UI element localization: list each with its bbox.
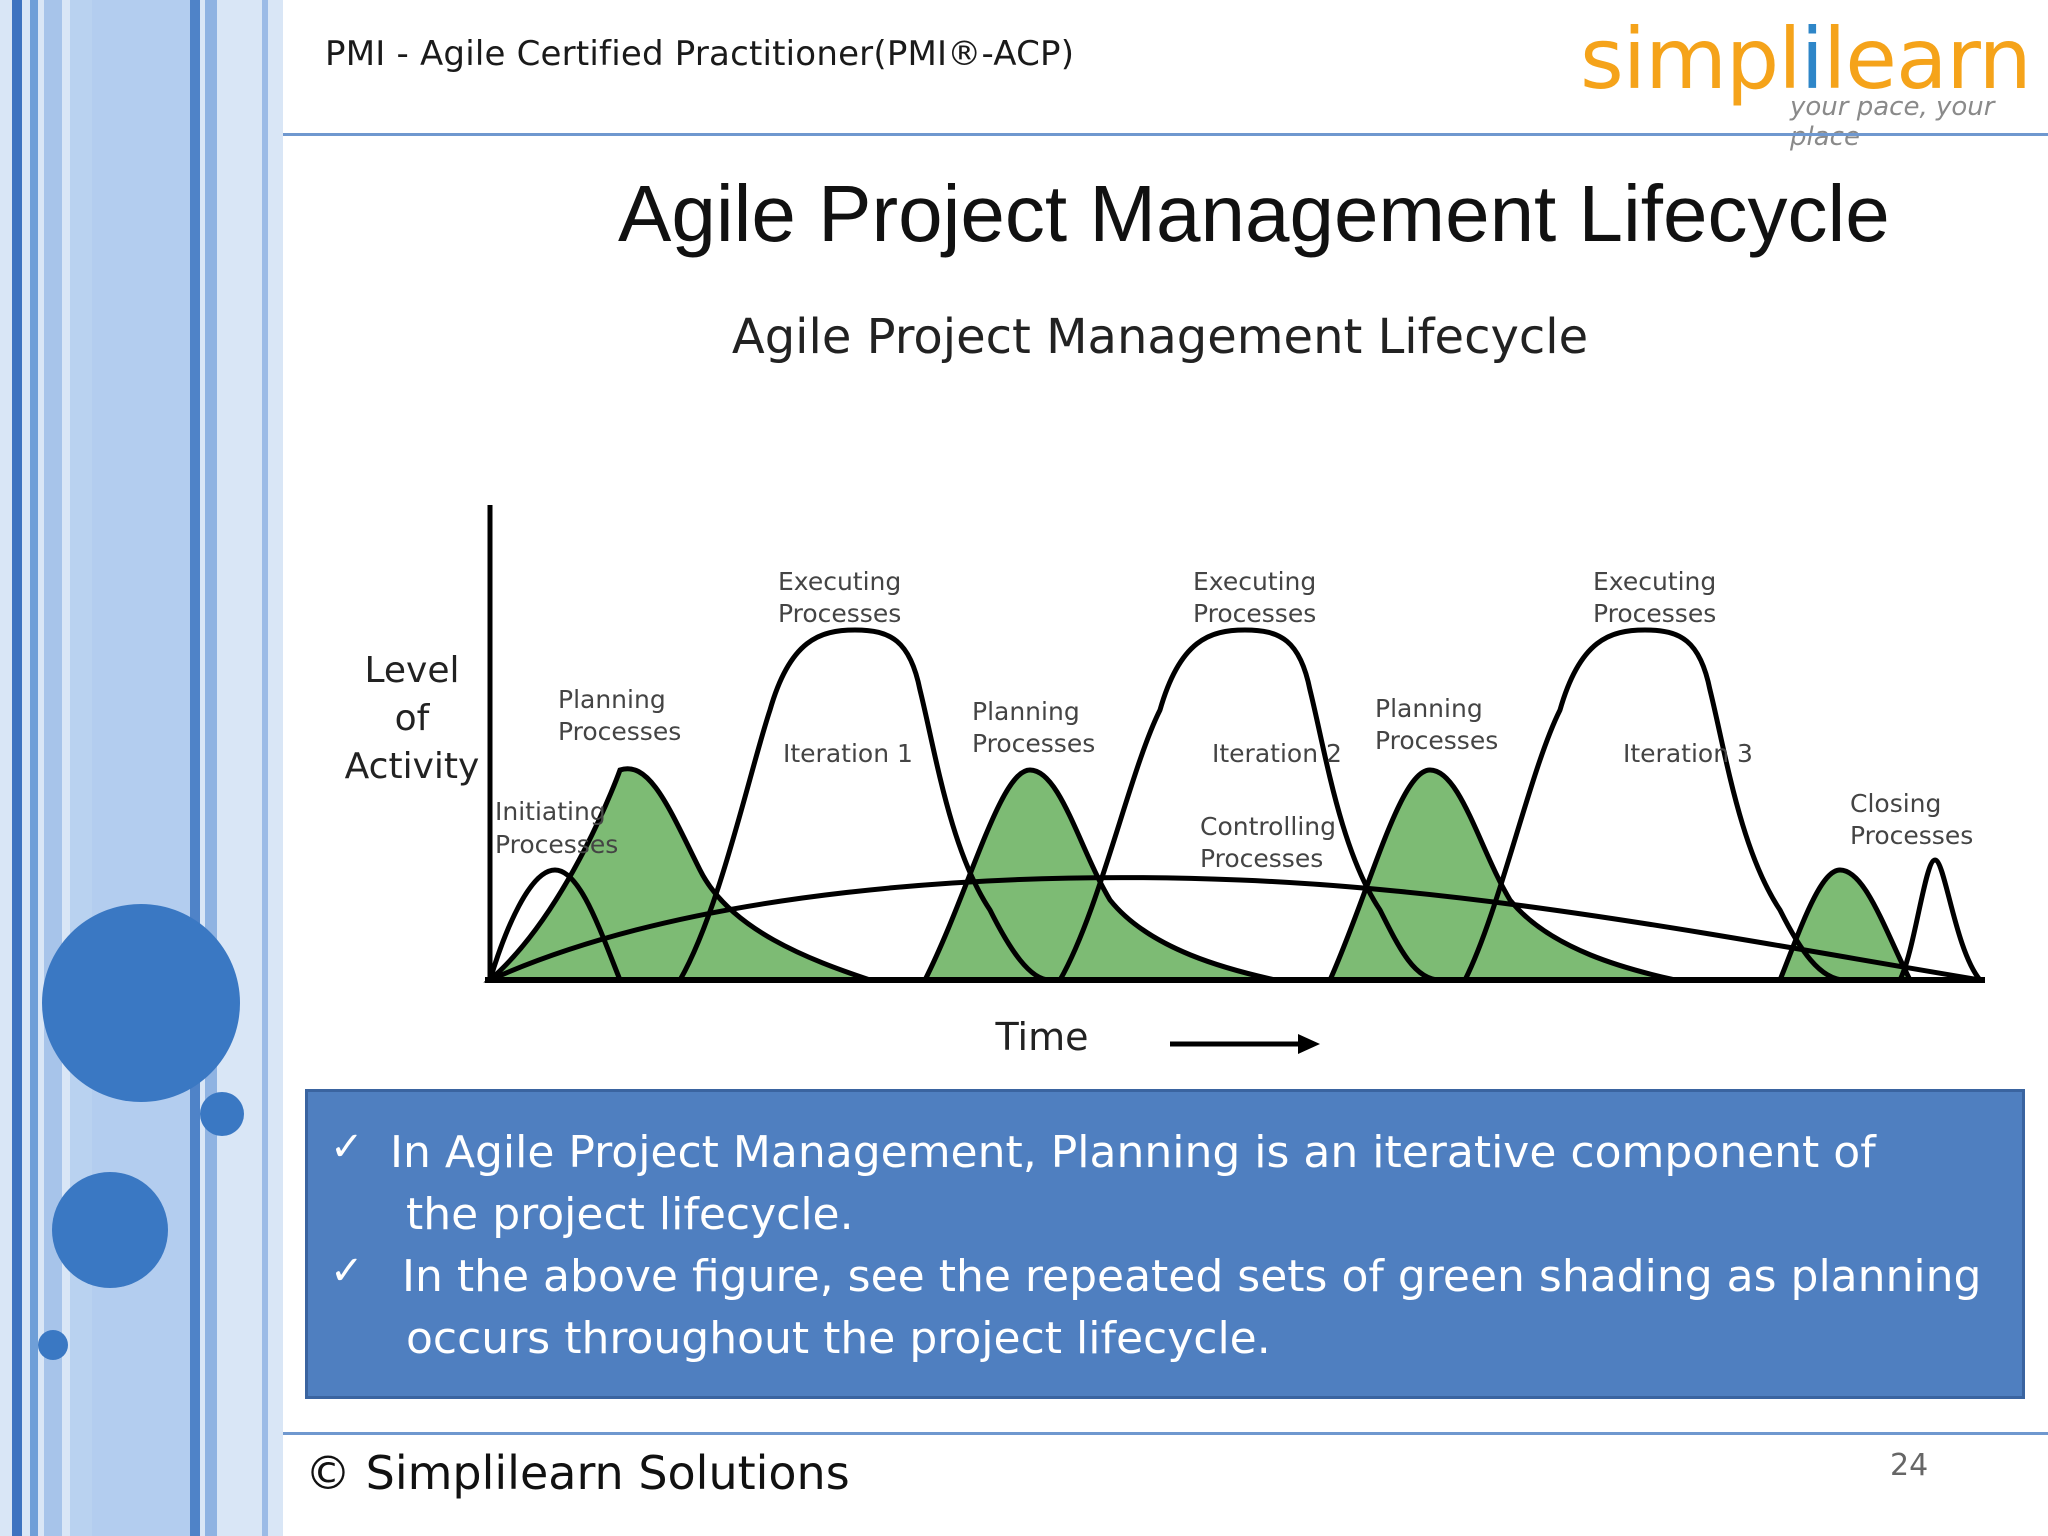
side-stripe xyxy=(92,0,190,1536)
y-axis-label-line-1: Level xyxy=(364,650,459,691)
label-iteration-2: Iteration 2 xyxy=(1212,739,1342,768)
label-planning-1-line-2: Processes xyxy=(558,717,681,746)
planning-hump-2 xyxy=(920,767,1276,983)
label-planning-2-line-2: Processes xyxy=(972,729,1095,758)
label-controlling-line-1: Controlling xyxy=(1200,812,1336,841)
y-axis-label-line-3: Activity xyxy=(345,746,480,787)
label-closing-line-1: Closing xyxy=(1850,789,1941,818)
controlling-curve xyxy=(488,875,1981,983)
diagram-title: Agile Project Management Lifecycle xyxy=(732,309,1588,365)
y-axis-label-line-2: of xyxy=(395,698,431,739)
planning-hump-3 xyxy=(1326,767,1676,983)
checkmark-icon: ✓ xyxy=(330,1124,364,1170)
label-executing-2-line-2: Processes xyxy=(1193,599,1316,628)
closing-spike xyxy=(1897,857,1982,982)
label-planning-3-line-1: Planning xyxy=(1375,694,1483,723)
side-stripe xyxy=(70,0,92,1536)
label-planning-1-line-1: Planning xyxy=(558,685,666,714)
side-stripe xyxy=(44,0,62,1536)
checkmark-icon: ✓ xyxy=(330,1248,364,1294)
lifecycle-diagram: Agile Project Management Lifecycle Level… xyxy=(345,309,1985,1059)
initiating-curve xyxy=(487,867,623,981)
label-closing-line-2: Processes xyxy=(1850,821,1973,850)
decorative-circle xyxy=(52,1172,168,1288)
logo-part-i: i xyxy=(1800,10,1824,108)
logo-part-learn: learn xyxy=(1822,10,2032,108)
x-axis-label: Time xyxy=(995,1015,1089,1059)
time-arrow-head xyxy=(1298,1034,1320,1054)
label-planning-3-line-2: Processes xyxy=(1375,726,1498,755)
bullet-2-line-2: occurs throughout the project lifecycle. xyxy=(406,1313,1271,1364)
label-initiating-line-2: Processes xyxy=(495,830,618,859)
slide-title: Agile Project Management Lifecycle xyxy=(618,169,1890,258)
label-initiating-line-1: Initiating xyxy=(495,797,606,826)
label-executing-3-line-2: Processes xyxy=(1593,599,1716,628)
side-stripe xyxy=(262,0,268,1536)
page-number: 24 xyxy=(1890,1448,1929,1483)
executing-curve-1 xyxy=(677,627,1051,983)
decorative-circle xyxy=(38,1330,68,1360)
bullet-1-line-1: In Agile Project Management, Planning is… xyxy=(390,1127,1876,1178)
key-points-callout: ✓ In Agile Project Management, Planning … xyxy=(305,1089,2025,1399)
side-stripe xyxy=(205,0,217,1536)
decorative-circle xyxy=(42,904,240,1102)
label-iteration-1: Iteration 1 xyxy=(783,739,913,768)
bullet-1-line-2: the project lifecycle. xyxy=(406,1189,854,1240)
label-executing-1-line-1: Executing xyxy=(778,567,901,596)
label-executing-3-line-1: Executing xyxy=(1593,567,1716,596)
label-executing-1-line-2: Processes xyxy=(778,599,901,628)
course-title: PMI - Agile Certified Practitioner(PMI®-… xyxy=(325,34,1075,74)
footer-divider xyxy=(283,1432,2048,1435)
simplilearn-logo: simplilearn your pace, your place xyxy=(1580,14,2032,152)
decorative-side-band xyxy=(0,0,283,1536)
logo-wordmark: simplilearn xyxy=(1580,14,2032,104)
logo-part-simpl: simpl xyxy=(1580,10,1802,108)
side-stripe xyxy=(12,0,22,1536)
decorative-circle xyxy=(200,1092,244,1136)
label-planning-2-line-1: Planning xyxy=(972,697,1080,726)
side-stripe xyxy=(190,0,200,1536)
planning-hump-1 xyxy=(483,766,871,983)
logo-tagline: your pace, your place xyxy=(1790,92,1995,152)
label-controlling-line-2: Processes xyxy=(1200,844,1323,873)
label-executing-2-line-1: Executing xyxy=(1193,567,1316,596)
copyright-notice: © Simplilearn Solutions xyxy=(305,1446,850,1500)
bullet-2-line-1: In the above figure, see the repeated se… xyxy=(402,1251,1982,1302)
executing-curve-3 xyxy=(1462,627,1846,983)
header-divider xyxy=(283,133,2048,136)
label-iteration-3: Iteration 3 xyxy=(1623,739,1753,768)
executing-curve-2 xyxy=(1057,627,1441,983)
side-stripe xyxy=(30,0,38,1536)
